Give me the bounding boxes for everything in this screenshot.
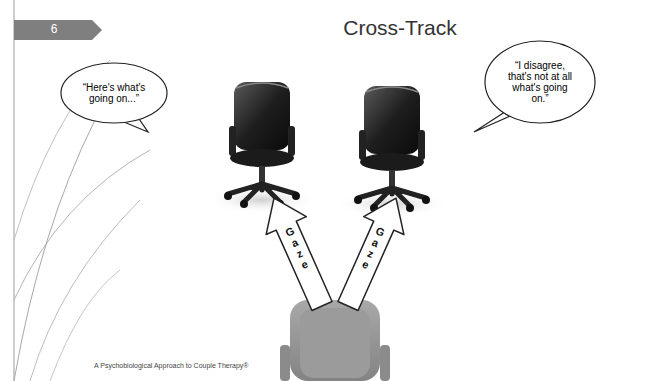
speech-text: “Here's what's going on...” xyxy=(78,82,150,104)
speech-bubble: “Here's what's going on...” xyxy=(60,62,168,124)
footer-text: A Psychobiological Approach to Couple Th… xyxy=(94,362,248,369)
speech-bubble: “I disagree, that's not at all what's go… xyxy=(484,40,596,124)
speech-text: “I disagree, that's not at all what's go… xyxy=(506,60,574,104)
slide-title: Cross-Track xyxy=(200,16,600,40)
slide-number: 6 xyxy=(44,22,64,36)
